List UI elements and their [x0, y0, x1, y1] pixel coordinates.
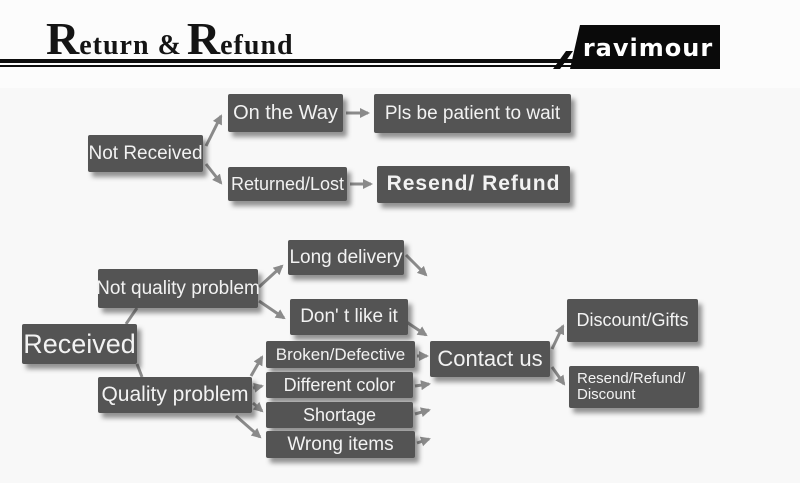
header-rule-thick	[0, 59, 590, 63]
node-received: Received	[22, 324, 137, 364]
arrow-quality-different-color	[252, 382, 264, 393]
arrow-quality-shortage	[252, 401, 264, 413]
node-on-the-way: On the Way	[228, 94, 343, 132]
title-dropcap: R	[46, 13, 80, 64]
line-received-quality	[135, 363, 144, 378]
header-rule-thin	[0, 65, 590, 67]
node-returned-lost: Returned/Lost	[228, 167, 347, 201]
node-contact-us: Contact us	[430, 341, 550, 377]
arrow-not-received-on-the-way	[204, 114, 223, 147]
node-not-quality-problem: Not quality problem	[96, 269, 260, 308]
node-different-color: Different color	[266, 372, 413, 398]
logo-parallelogram	[570, 25, 720, 69]
line-received-not-quality	[124, 307, 139, 325]
arrow-quality-broken-defective	[249, 355, 264, 377]
node-dont-like-it: Don' t like it	[290, 299, 408, 335]
node-discount-gifts: Discount/Gifts	[567, 299, 698, 342]
arrow-wrong-items-contact-us	[416, 436, 431, 447]
arrow-not-quality-long-delivery	[257, 264, 284, 289]
node-long-delivery: Long delivery	[288, 240, 404, 275]
arrow-shortage-contact-us	[414, 407, 431, 418]
arrow-quality-wrong-items	[235, 414, 262, 439]
node-not-received: Not Received	[88, 135, 203, 172]
logo-stripe	[553, 51, 573, 69]
arrow-contact-us-discount-gifts	[550, 324, 565, 350]
node-wrong-items: Wrong items	[266, 431, 415, 458]
node-resend-refund-discount: Resend/Refund/ Discount	[569, 366, 699, 408]
title-dropcap: R	[186, 13, 221, 64]
node-broken-defective: Broken/Defective	[266, 341, 415, 368]
arrow-contact-us-resend-refund-discount	[550, 366, 566, 386]
node-quality-problem: Quality problem	[98, 377, 252, 413]
brand-logo: ravimour	[553, 25, 720, 69]
arrow-not-quality-dont-like-it	[258, 299, 286, 320]
arrow-different-color-contact-us	[414, 380, 431, 391]
node-resend-refund: Resend/ Refund	[377, 166, 570, 203]
node-shortage: Shortage	[266, 402, 413, 428]
brand-logo-text: ravimour	[583, 34, 713, 62]
arrow-long-delivery-contact-us	[404, 253, 428, 277]
arrow-dont-like-it-contact-us	[404, 319, 428, 337]
arrow-not-received-returned-lost	[204, 163, 223, 185]
node-pls-be-patient: Pls be patient to wait	[374, 94, 571, 133]
